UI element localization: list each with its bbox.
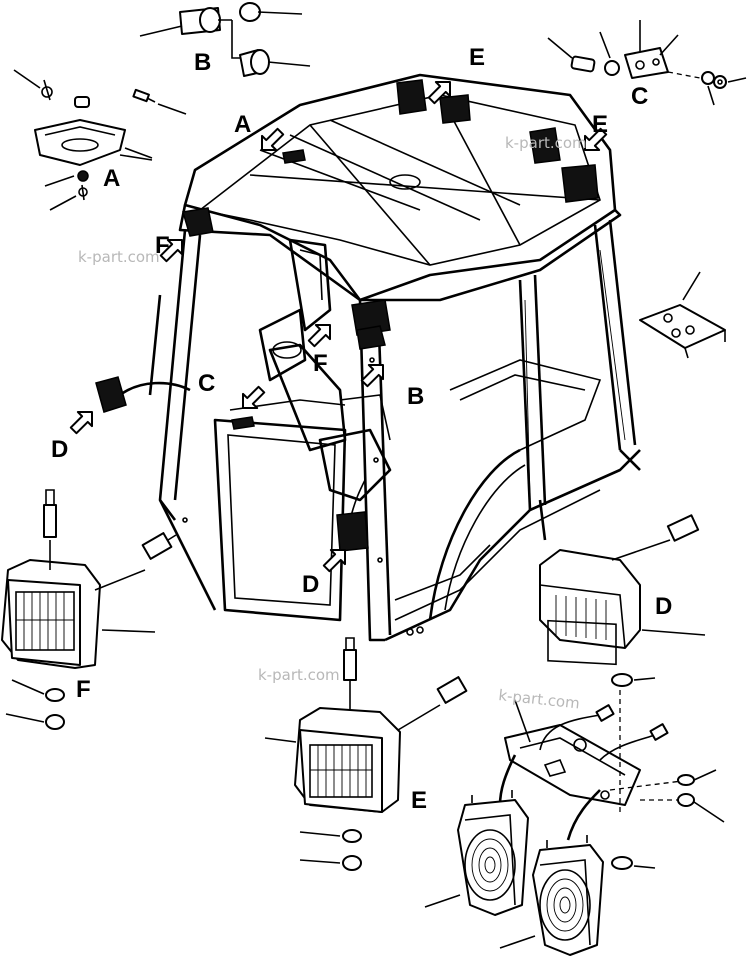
roof-bracket — [639, 271, 726, 359]
work-lamp-e — [264, 637, 468, 871]
callout-f-lamp: F — [76, 676, 91, 703]
watermark-text: k-part.com — [258, 666, 340, 684]
callout-f-cab-left: F — [155, 232, 170, 259]
watermarks: k-part.com k-part.com k-part.com k-part.… — [78, 134, 587, 713]
work-lamp-f — [1, 489, 177, 730]
callout-d-lamp: D — [655, 593, 672, 620]
watermark-text: k-part.com — [78, 248, 160, 266]
callout-d-cab-center: D — [302, 571, 319, 598]
watermark-text: k-part.com — [498, 686, 581, 712]
cab-mounted-lamps — [95, 79, 599, 552]
callout-f-cab-center: F — [313, 350, 328, 377]
callout-c-detail: C — [631, 83, 648, 110]
callout-e-lamp: E — [411, 787, 427, 814]
pointer-arrows — [69, 81, 608, 573]
callout-b-detail: B — [194, 49, 211, 76]
callout-d-cab-left: D — [51, 436, 68, 463]
detail-a-dome-light — [13, 69, 187, 211]
callout-e-roof-rear: E — [592, 111, 608, 138]
callout-a-cab: A — [234, 111, 251, 138]
callout-c-cab: C — [198, 370, 215, 397]
detail-c-bracket — [547, 20, 747, 106]
callout-labels: A A B B C C D D D E E E F F F — [51, 44, 672, 814]
work-lamp-d — [539, 514, 706, 666]
callout-b-cab: B — [407, 383, 424, 410]
callout-e-roof-front: E — [469, 44, 485, 71]
callout-a-detail: A — [103, 165, 120, 192]
leader-lines — [119, 154, 153, 161]
watermark-text: k-part.com — [505, 134, 587, 152]
rear-lamp-assembly — [424, 673, 725, 956]
detail-b-bulbs — [139, 2, 311, 77]
